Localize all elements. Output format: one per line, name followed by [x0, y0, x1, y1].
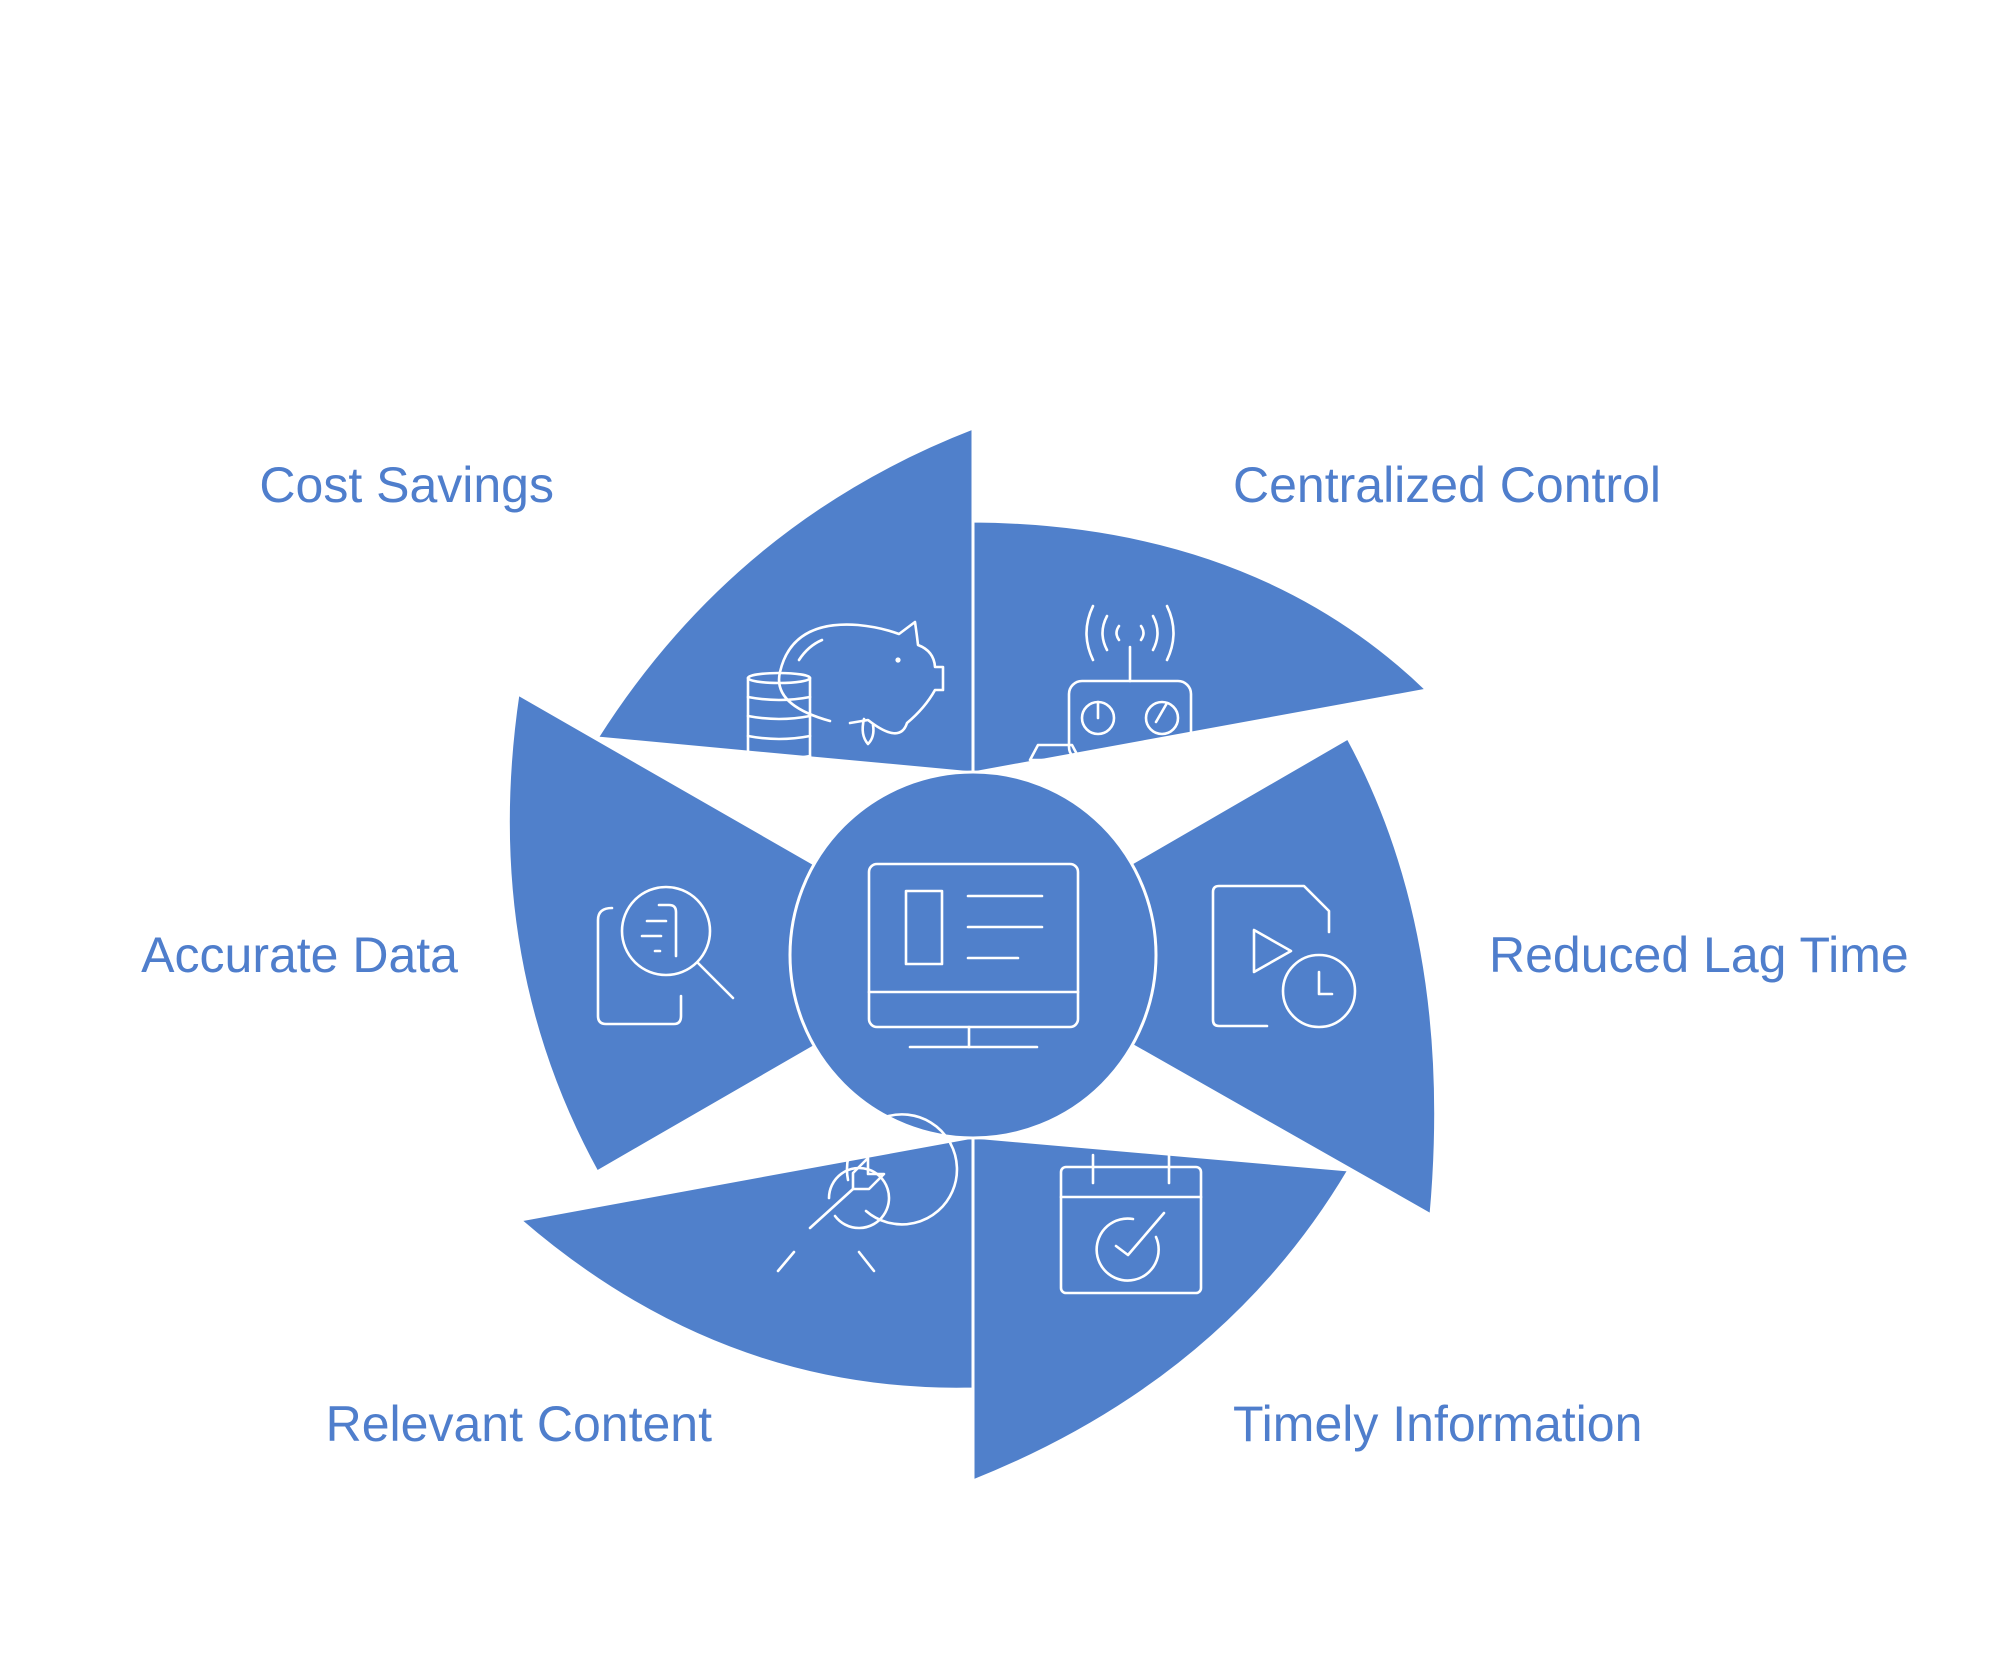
label-centralized-control: Centralized Control — [1233, 457, 1661, 513]
segment-relevant-content — [516, 1135, 975, 1391]
label-reduced-lag-time: Reduced Lag Time — [1489, 927, 1909, 983]
video-clock-icon — [1211, 884, 1357, 1029]
segment-centralized-control — [971, 519, 1431, 775]
segment-timely-information — [971, 1135, 1352, 1484]
document-search-icon — [596, 885, 735, 1026]
label-cost-savings: Cost Savings — [259, 457, 554, 513]
target-arrow-icon — [776, 1113, 959, 1273]
piggy-bank-icon — [746, 620, 945, 761]
monitor-icon — [867, 862, 1080, 1049]
segment-labels: Cost Savings Centralized Control Reduced… — [141, 457, 1909, 1452]
segment-cost-savings — [594, 425, 975, 775]
label-timely-information: Timely Information — [1233, 1396, 1642, 1452]
label-accurate-data: Accurate Data — [141, 927, 458, 983]
label-relevant-content: Relevant Content — [326, 1396, 712, 1452]
wheel-segments — [506, 425, 1438, 1484]
remote-controller-icon — [1028, 604, 1193, 762]
center-hub — [788, 770, 1158, 1140]
calendar-check-icon — [1059, 1153, 1203, 1295]
segment-reduced-lag-time — [969, 735, 1438, 1218]
segment-accurate-data — [506, 691, 977, 1175]
